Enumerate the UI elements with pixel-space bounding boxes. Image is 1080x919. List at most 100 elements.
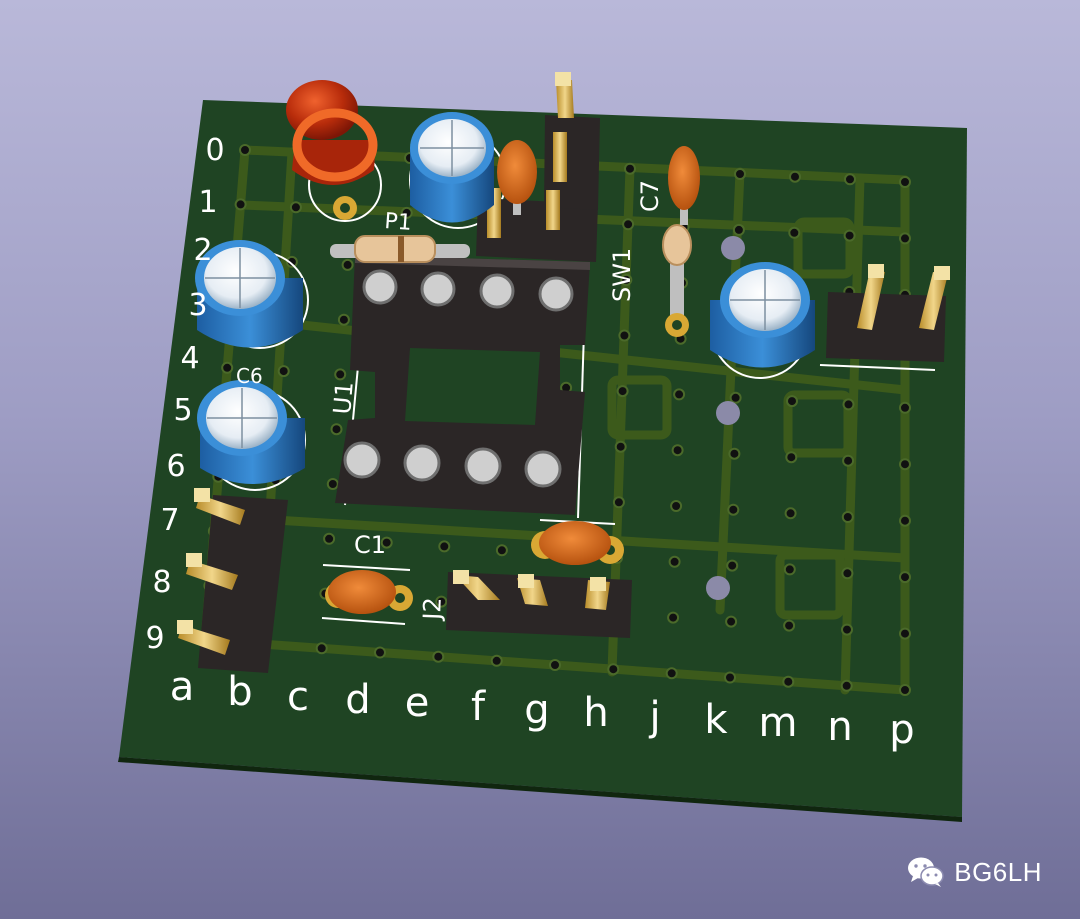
led-d1: [286, 80, 378, 220]
column-label-c: c: [287, 674, 309, 720]
column-label-f: f: [471, 684, 486, 730]
column-label-j: j: [648, 694, 660, 740]
column-label-h: h: [583, 690, 608, 736]
via: [665, 667, 678, 680]
via: [728, 447, 741, 460]
via: [725, 615, 738, 628]
wechat-icon: [908, 857, 944, 887]
via: [899, 514, 911, 527]
via: [729, 391, 742, 404]
ceramic-capacitor-j2: [531, 521, 624, 565]
via: [432, 650, 445, 663]
refdes-u1: U1: [328, 380, 359, 415]
pin-header-j2: [446, 570, 632, 638]
via: [618, 329, 631, 342]
via: [380, 536, 393, 549]
via: [724, 671, 736, 684]
refdes-c6: C6: [236, 364, 263, 388]
refdes-j2: J2: [418, 597, 447, 622]
via: [668, 555, 681, 568]
column-label-a: a: [170, 664, 195, 710]
via: [334, 368, 347, 381]
row-label-9: 9: [145, 621, 164, 656]
via: [844, 173, 856, 186]
via: [784, 507, 797, 520]
via: [622, 218, 635, 231]
via: [234, 198, 247, 211]
via: [341, 258, 354, 271]
row-label-7: 7: [160, 503, 179, 538]
via: [726, 559, 739, 572]
via: [783, 619, 796, 632]
column-label-p: p: [889, 707, 914, 753]
via: [285, 255, 298, 268]
via: [734, 168, 746, 180]
watermark: BG6LH: [906, 855, 1042, 889]
pin-header-left: [177, 488, 288, 673]
via: [667, 611, 680, 624]
via: [899, 401, 911, 414]
via: [400, 206, 413, 219]
via: [842, 398, 855, 411]
via: [289, 201, 302, 214]
ic-socket-u1: [335, 255, 590, 515]
via: [438, 540, 451, 553]
via: [490, 654, 503, 667]
via: [326, 478, 339, 490]
row-label-8: 8: [152, 565, 171, 600]
via: [783, 563, 796, 576]
via: [899, 458, 911, 471]
refdes-c7: C7: [636, 180, 664, 212]
via: [624, 162, 636, 175]
via: [374, 646, 386, 659]
column-label-e: e: [405, 680, 430, 726]
column-label-k: k: [704, 697, 728, 743]
via: [840, 679, 853, 692]
via: [670, 500, 683, 512]
via: [786, 395, 798, 408]
row-label-3: 3: [188, 288, 207, 323]
via: [549, 659, 561, 671]
via: [785, 451, 798, 464]
via: [899, 684, 911, 696]
pin-header-right: [826, 264, 950, 362]
via: [782, 675, 795, 688]
row-label-2: 2: [193, 233, 212, 268]
via: [337, 313, 350, 326]
refdes-p1: P1: [384, 209, 413, 236]
via: [614, 440, 627, 453]
pcb-board-edge: [118, 757, 962, 822]
via: [789, 170, 801, 183]
via: [607, 663, 620, 676]
column-label-m: m: [759, 700, 798, 746]
row-label-1: 1: [198, 185, 217, 220]
resistor-vertical: [662, 224, 692, 337]
electrolytic-capacitor-left-lower: [197, 380, 305, 484]
via: [315, 642, 328, 655]
socket-contacts: [343, 269, 574, 488]
resistor: [330, 235, 470, 263]
column-label-g: g: [524, 687, 549, 733]
row-label-6: 6: [166, 449, 185, 484]
via: [788, 226, 801, 239]
electrolytic-capacitor-c6: [195, 240, 303, 348]
electrolytic-capacitor-top: [410, 112, 494, 223]
via: [435, 595, 448, 608]
ceramic-capacitor-c7: [668, 146, 700, 225]
mounting-holes: [706, 236, 745, 600]
refdes-c1: C1: [354, 531, 386, 559]
via: [221, 361, 234, 374]
column-label-n: n: [827, 704, 852, 750]
pin-header-sw1: [476, 72, 600, 262]
refdes-sw1: SW1: [608, 248, 636, 302]
via: [323, 532, 336, 545]
via: [732, 223, 745, 236]
row-label-5: 5: [173, 393, 192, 428]
via: [899, 627, 911, 640]
via: [616, 385, 629, 398]
via: [841, 511, 854, 523]
watermark-text: BG6LH: [954, 856, 1042, 887]
